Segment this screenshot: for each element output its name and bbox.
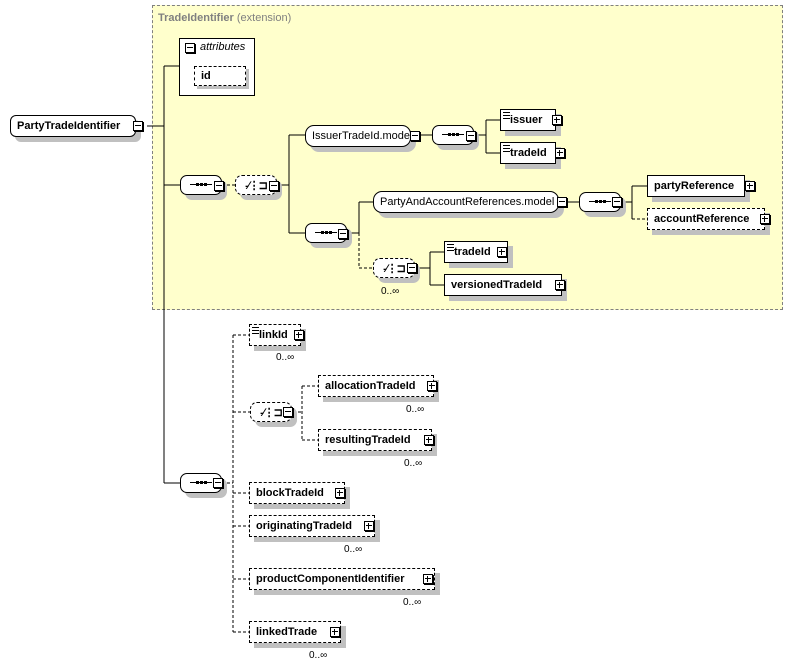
sequence-icon: [190, 182, 212, 187]
root-element-partytradeidentifier[interactable]: PartyTradeIdentifier: [10, 115, 136, 137]
element-allocationtradeid[interactable]: allocationTradeId: [318, 375, 434, 397]
sequence-lower-collapse-toggle[interactable]: [213, 478, 223, 488]
issuer-model-collapse-toggle[interactable]: [410, 131, 420, 141]
attribute-id[interactable]: id: [194, 66, 246, 86]
element-issuer[interactable]: issuer: [500, 109, 556, 131]
root-collapse-toggle[interactable]: [133, 121, 143, 131]
element-label: accountReference: [654, 213, 750, 225]
simple-type-icon: [447, 244, 454, 251]
blocktradeid-expand-toggle[interactable]: [335, 488, 345, 498]
element-label: partyReference: [654, 180, 735, 192]
versionedtradeid-expand-toggle[interactable]: [555, 280, 565, 290]
element-resultingtradeid[interactable]: resultingTradeId: [318, 429, 432, 451]
sequence-issuer-collapse-toggle[interactable]: [466, 131, 476, 141]
element-tradeid-a[interactable]: tradeId: [500, 142, 556, 164]
tradeid-a-expand-toggle[interactable]: [555, 148, 565, 158]
extension-title: TradeIdentifier (extension): [158, 12, 291, 24]
sequence-icon: [190, 480, 212, 485]
element-accountreference[interactable]: accountReference: [647, 208, 765, 230]
cardinality-label: 0..∞: [344, 544, 363, 555]
element-productcomponentidentifier[interactable]: productComponentIdentifier: [249, 568, 435, 590]
element-label: blockTradeId: [256, 487, 324, 499]
choice-tradeid-collapse-toggle[interactable]: [407, 263, 417, 273]
partyreference-expand-toggle[interactable]: [745, 181, 755, 191]
element-label: linkId: [259, 329, 288, 341]
sequence-icon: [442, 132, 464, 137]
element-label: issuer: [510, 114, 543, 126]
productcomponentidentifier-expand-toggle[interactable]: [423, 574, 433, 584]
element-originatingtradeid[interactable]: originatingTradeId: [249, 515, 375, 537]
cardinality-label: 0..∞: [403, 597, 422, 608]
cardinality-label: 0..∞: [404, 458, 423, 469]
element-linkid[interactable]: linkId: [249, 324, 301, 346]
sequence-icon: [589, 199, 611, 204]
issuer-expand-toggle[interactable]: [552, 115, 562, 125]
group-label: PartyAndAccountReferences.model: [380, 196, 555, 208]
cardinality-label: 0..∞: [309, 650, 328, 661]
linkid-expand-toggle[interactable]: [294, 330, 304, 340]
choice-compositor-tradeid[interactable]: -∕⋮⊐: [373, 258, 415, 278]
element-label: tradeId: [510, 147, 547, 159]
simple-type-icon: [503, 145, 510, 152]
sequence-icon: [315, 230, 337, 235]
sequence-compositor-party[interactable]: [579, 192, 621, 212]
choice-main-collapse-toggle[interactable]: [269, 181, 279, 191]
element-label: linkedTrade: [256, 626, 318, 638]
element-label: originatingTradeId: [256, 520, 352, 532]
choice-lower-collapse-toggle[interactable]: [283, 407, 293, 417]
attributes-title: attributes: [200, 41, 246, 53]
allocationtradeid-expand-toggle[interactable]: [427, 381, 437, 391]
tradeid-b-expand-toggle[interactable]: [497, 247, 507, 257]
element-linkedtrade[interactable]: linkedTrade: [249, 621, 341, 643]
element-label: productComponentIdentifier: [256, 573, 405, 585]
choice-icon: -∕⋮⊐: [245, 179, 268, 192]
element-versionedtradeid[interactable]: versionedTradeId: [444, 274, 562, 296]
element-label: tradeId: [454, 246, 491, 258]
cardinality-label: 0..∞: [381, 286, 400, 297]
resultingtradeid-expand-toggle[interactable]: [424, 435, 434, 445]
root-label: PartyTradeIdentifier: [17, 120, 121, 132]
element-label: allocationTradeId: [325, 380, 416, 392]
choice-icon: -∕⋮⊐: [260, 406, 283, 419]
linkedtrade-expand-toggle[interactable]: [330, 627, 340, 637]
group-partyandaccountreferences-model[interactable]: PartyAndAccountReferences.model: [373, 191, 559, 213]
originatingtradeid-expand-toggle[interactable]: [364, 521, 374, 531]
group-label: IssuerTradeId.model: [312, 130, 413, 142]
sequence-references-collapse-toggle[interactable]: [338, 229, 348, 239]
sequence-compositor-issuer[interactable]: [432, 125, 474, 145]
simple-type-icon: [503, 112, 510, 119]
extension-base-type: TradeIdentifier: [158, 12, 234, 24]
element-label: resultingTradeId: [325, 434, 411, 446]
choice-icon: -∕⋮⊐: [383, 262, 406, 275]
cardinality-label: 0..∞: [276, 352, 295, 363]
party-account-model-collapse-toggle[interactable]: [557, 197, 567, 207]
sequence-party-collapse-toggle[interactable]: [612, 197, 622, 207]
attributes-box: attributes id: [179, 38, 255, 96]
cardinality-label: 0..∞: [406, 404, 425, 415]
choice-compositor-main[interactable]: -∕⋮⊐: [235, 175, 277, 195]
accountreference-expand-toggle[interactable]: [760, 214, 770, 224]
simple-type-icon: [252, 327, 259, 334]
sequence-main-collapse-toggle[interactable]: [214, 181, 224, 191]
element-blocktradeid[interactable]: blockTradeId: [249, 482, 345, 504]
element-partyreference[interactable]: partyReference: [647, 175, 745, 197]
element-label: versionedTradeId: [451, 279, 543, 291]
attributes-collapse-toggle[interactable]: [185, 43, 195, 53]
element-tradeid-b[interactable]: tradeId: [444, 241, 508, 263]
sequence-compositor-lower[interactable]: [180, 473, 222, 493]
group-issuertradeid-model[interactable]: IssuerTradeId.model: [305, 125, 413, 147]
extension-kind: (extension): [236, 12, 292, 24]
